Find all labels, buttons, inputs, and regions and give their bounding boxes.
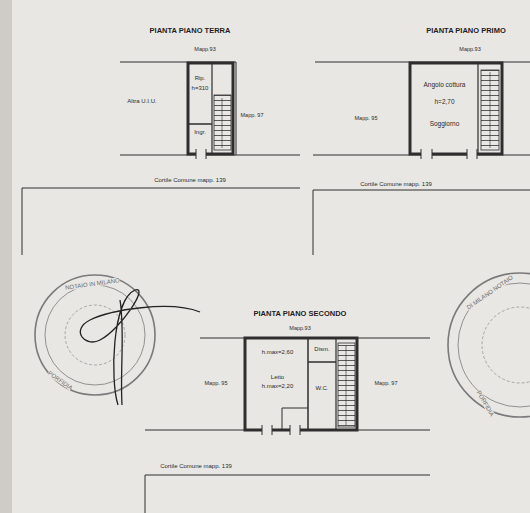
- parcel-label-box: Mapp. 97: [375, 372, 398, 388]
- unit-label-box: Altra U.I.U.: [127, 90, 156, 106]
- room-label: Rip.: [195, 75, 206, 82]
- parcel-label-box: Mapp. 95: [355, 107, 378, 123]
- plan-title: PIANTA PIANO PRIMO: [426, 26, 506, 35]
- parcel-label: Mapp.93: [194, 46, 215, 52]
- room-label: Letto: [271, 374, 284, 381]
- paper-edge: [0, 0, 12, 513]
- plan-title: PIANTA PIANO TERRA: [150, 26, 231, 35]
- plan-title-box: PIANTA PIANO SECONDO: [254, 303, 347, 319]
- plan-title: PIANTA PIANO SECONDO: [254, 309, 347, 318]
- parcel-label: Mapp.93: [459, 46, 480, 52]
- living-room: Angolo cottura h=2,70Soggiorno: [412, 66, 477, 152]
- parcel-label: Mapp. 97: [375, 380, 398, 386]
- room-label: h.max=2,20: [262, 383, 294, 390]
- wc-room: W.C.: [309, 364, 335, 428]
- entrance-room: Ingr.: [189, 126, 211, 152]
- landing-room: Dism.: [309, 340, 335, 361]
- courtyard-label: Cortile Comune mapp. 139: [360, 181, 432, 187]
- parcel-label-box: Mapp.93: [289, 317, 310, 333]
- parcel-label: Mapp. 95: [355, 115, 378, 121]
- room-label: h=2,70: [434, 98, 454, 105]
- signature: [80, 290, 200, 405]
- room-label: Soggiorno: [430, 120, 460, 127]
- parcel-label-box: Mapp.93: [459, 38, 480, 54]
- room-label: Angolo cottura: [424, 81, 466, 88]
- notary-stamps: [35, 273, 530, 417]
- room-label: h=310: [192, 85, 209, 92]
- courtyard-label: Cortile Comune mapp. 139: [160, 463, 232, 469]
- parcel-label: Mapp. 95: [205, 380, 228, 386]
- courtyard-label: Cortile Comune mapp. 139: [154, 177, 226, 183]
- parcel-label: Mapp. 97: [241, 112, 264, 118]
- second-floor-plan: [145, 338, 430, 513]
- first-floor-plan: [313, 62, 530, 255]
- unit-label: Altra U.I.U.: [127, 98, 156, 104]
- parcel-label-box: Mapp. 95: [205, 372, 228, 388]
- room-label: h.max=2,60: [262, 349, 294, 356]
- room-label: Ingr.: [194, 129, 206, 136]
- storage-room: Rip. h=310: [189, 65, 211, 123]
- plan-title-box: PIANTA PIANO TERRA: [150, 20, 231, 36]
- parcel-label: Mapp.93: [289, 325, 310, 331]
- parcel-label-box: Mapp. 97: [241, 104, 264, 120]
- parcel-label-box: Mapp.93: [194, 38, 215, 54]
- courtyard-label-box: Cortile Comune mapp. 139: [154, 169, 226, 185]
- bedroom: h.max=2,60Letto h.max=2,20: [248, 341, 307, 407]
- room-label: W.C.: [316, 385, 329, 392]
- room-label: Dism.: [314, 346, 329, 353]
- courtyard-label-box: Cortile Comune mapp. 139: [160, 455, 232, 471]
- ground-floor-plan: [22, 62, 300, 255]
- courtyard-label-box: Cortile Comune mapp. 139: [360, 173, 432, 189]
- plan-title-box: PIANTA PIANO PRIMO: [426, 20, 506, 36]
